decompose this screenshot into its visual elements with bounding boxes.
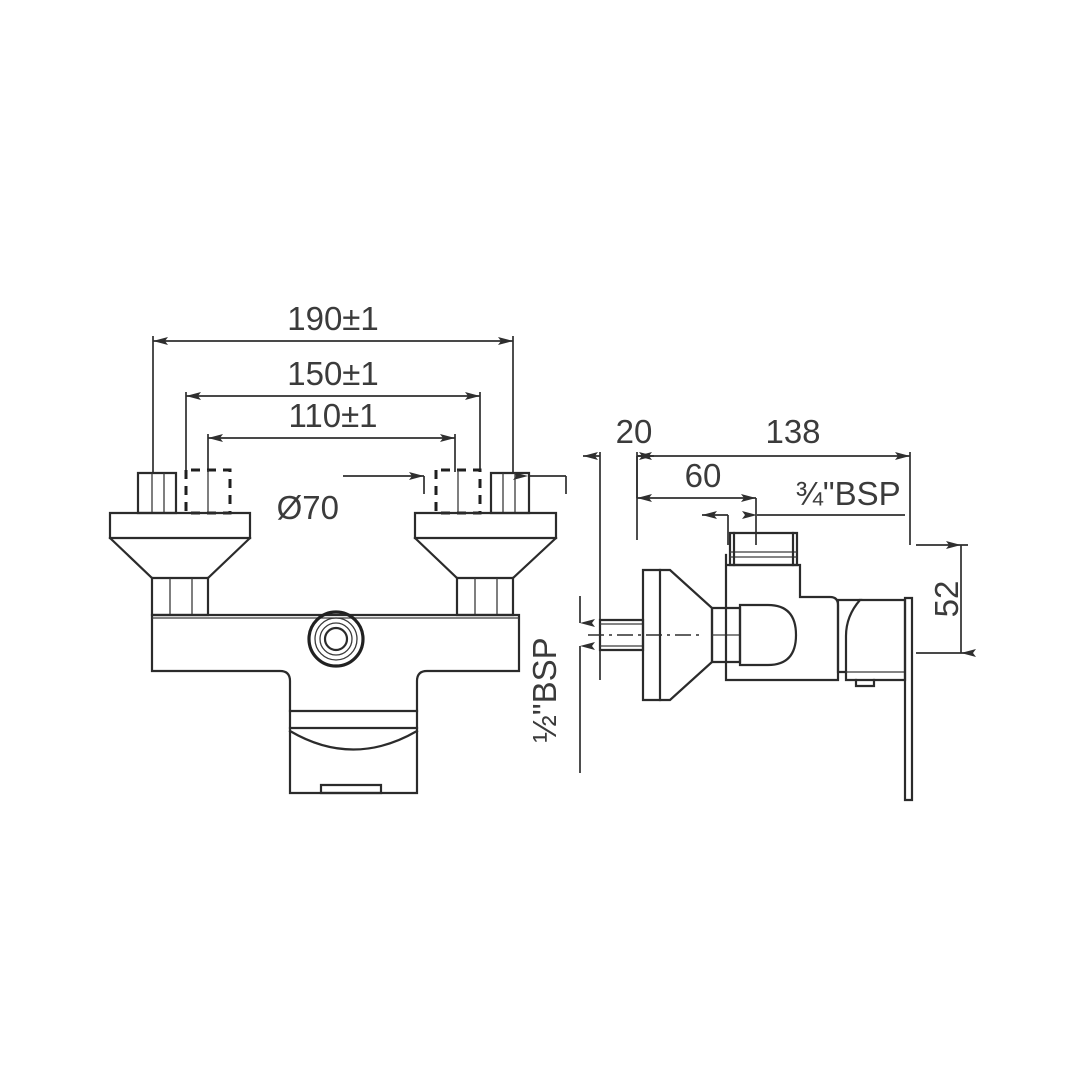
handle-tab: [319, 783, 383, 795]
callout-label-bsp34: ¾"BSP: [795, 475, 900, 512]
handle-collar: [288, 709, 419, 730]
dim-label-60: 60: [685, 457, 722, 494]
side-spout-stub: [728, 531, 799, 567]
left-cone-body: [108, 536, 252, 580]
side-lever-tab: [854, 678, 876, 688]
outlet-ring-mid-1: [314, 617, 358, 661]
side-lever-cap: [844, 598, 907, 682]
front-view-dimensions: [152, 336, 567, 494]
dim-label-52: 52: [928, 581, 965, 618]
dim-label-190: 190±1: [287, 300, 379, 337]
dim-label-110: 110±1: [288, 397, 377, 434]
outlet-ring-inner: [323, 626, 349, 652]
callout-label-bsp12: ½"BSP: [526, 637, 563, 742]
mixer-body-outline: [150, 613, 521, 713]
right-cone-body: [413, 536, 558, 580]
side-view-dimensions: [579, 452, 976, 773]
side-wall-line: [903, 596, 914, 802]
dim-label-dia70: Ø70: [277, 489, 339, 526]
handle-curve: [288, 729, 419, 751]
dim-label-20: 20: [616, 413, 653, 450]
left-flange-plate: [108, 511, 252, 540]
outlet-ring-outer: [307, 610, 365, 668]
right-inlet-nut-solid: [489, 471, 531, 515]
outlet-ring-mid-2: [319, 622, 353, 656]
handle-body: [288, 726, 419, 795]
side-valve-nose: [738, 603, 798, 667]
side-lever-shoulder: [836, 598, 863, 674]
right-lower-hex: [455, 576, 515, 617]
dim-label-150: 150±1: [287, 355, 379, 392]
left-inlet-nut-solid: [136, 471, 178, 515]
right-flange-plate: [413, 511, 558, 540]
front-view-geometry: [108, 468, 558, 795]
side-view-geometry: [588, 531, 914, 802]
left-lower-hex: [150, 576, 210, 617]
dim-label-138: 138: [765, 413, 820, 450]
